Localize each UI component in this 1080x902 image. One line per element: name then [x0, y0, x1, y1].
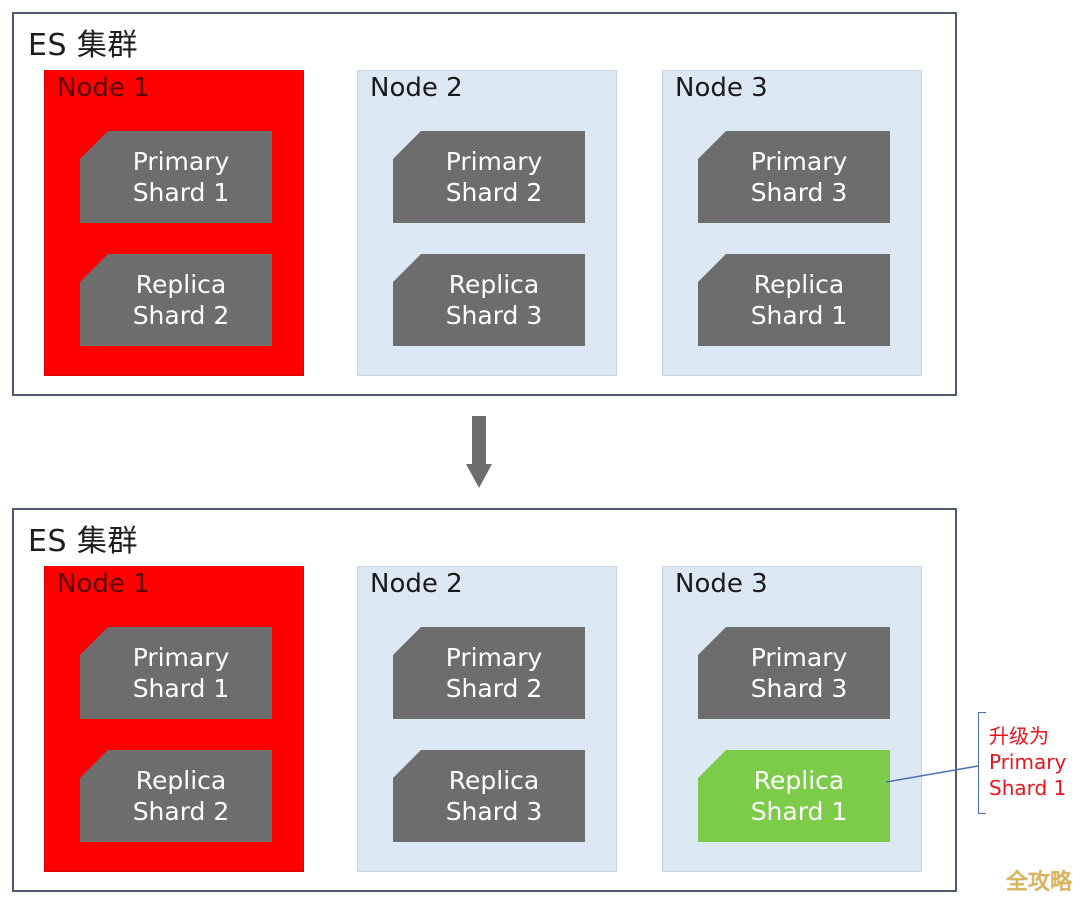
- replica-shard-1: Replica Shard 1: [698, 254, 890, 346]
- shard-id: Shard 2: [132, 301, 230, 330]
- shard-type: Replica: [135, 766, 227, 795]
- primary-shard-1: Primary Shard 1: [80, 131, 272, 223]
- callout-line: Shard 1: [989, 776, 1067, 800]
- primary-shard-1: Primary Shard 1: [80, 627, 272, 719]
- node-label: Node 1: [57, 569, 150, 599]
- replica-shard-1-promoted: Replica Shard 1: [698, 750, 890, 842]
- shard-type: Primary: [445, 147, 543, 176]
- replica-shard-2: Replica Shard 2: [80, 750, 272, 842]
- shard-type: Replica: [448, 766, 540, 795]
- shard-id: Shard 2: [132, 797, 230, 826]
- node-3: Node 3 Primary Shard 3 Replica Shard 1: [662, 70, 922, 376]
- node-3: Node 3 Primary Shard 3 Replica Shard 1: [662, 566, 922, 872]
- replica-shard-3: Replica Shard 3: [393, 750, 585, 842]
- primary-shard-3: Primary Shard 3: [698, 627, 890, 719]
- shard-type: Primary: [445, 643, 543, 672]
- node-label: Node 1: [57, 73, 150, 103]
- node-1-failed: Node 1 Primary Shard 1 Replica Shard 2: [44, 70, 304, 376]
- node-label: Node 3: [675, 73, 768, 103]
- primary-shard-2: Primary Shard 2: [393, 627, 585, 719]
- es-cluster-before: ES 集群 Node 1 Primary Shard 1 Replica Sha…: [12, 12, 957, 396]
- shard-type: Primary: [132, 147, 230, 176]
- node-label: Node 2: [370, 569, 463, 599]
- primary-shard-3: Primary Shard 3: [698, 131, 890, 223]
- cluster-title: ES 集群: [28, 28, 139, 63]
- shard-id: Shard 3: [750, 674, 848, 703]
- shard-type: Primary: [750, 643, 848, 672]
- shard-id: Shard 3: [750, 178, 848, 207]
- shard-id: Shard 3: [445, 797, 543, 826]
- shard-type: Primary: [750, 147, 848, 176]
- node-2: Node 2 Primary Shard 2 Replica Shard 3: [357, 70, 617, 376]
- shard-type: Replica: [753, 766, 845, 795]
- node-2: Node 2 Primary Shard 2 Replica Shard 3: [357, 566, 617, 872]
- shard-id: Shard 2: [445, 674, 543, 703]
- replica-shard-2: Replica Shard 2: [80, 254, 272, 346]
- callout-bracket: [978, 712, 986, 814]
- promotion-callout: 升级为 Primary Shard 1: [978, 712, 1080, 814]
- shard-type: Primary: [132, 643, 230, 672]
- shard-id: Shard 1: [132, 178, 230, 207]
- shard-type: Replica: [448, 270, 540, 299]
- shard-type: Replica: [135, 270, 227, 299]
- watermark: 全攻略: [1005, 870, 1072, 895]
- shard-type: Replica: [753, 270, 845, 299]
- node-label: Node 2: [370, 73, 463, 103]
- shard-id: Shard 1: [750, 797, 848, 826]
- shard-id: Shard 1: [132, 674, 230, 703]
- callout-text: 升级为 Primary Shard 1: [989, 723, 1066, 801]
- shard-id: Shard 3: [445, 301, 543, 330]
- shard-id: Shard 1: [750, 301, 848, 330]
- down-arrow-icon: [466, 416, 492, 488]
- es-cluster-after: ES 集群 Node 1 Primary Shard 1 Replica Sha…: [12, 508, 957, 892]
- node-1-failed: Node 1 Primary Shard 1 Replica Shard 2: [44, 566, 304, 872]
- primary-shard-2: Primary Shard 2: [393, 131, 585, 223]
- shard-id: Shard 2: [445, 178, 543, 207]
- callout-line: 升级为: [989, 724, 1049, 748]
- replica-shard-3: Replica Shard 3: [393, 254, 585, 346]
- cluster-title: ES 集群: [28, 524, 139, 559]
- node-label: Node 3: [675, 569, 768, 599]
- callout-line: Primary: [989, 750, 1067, 774]
